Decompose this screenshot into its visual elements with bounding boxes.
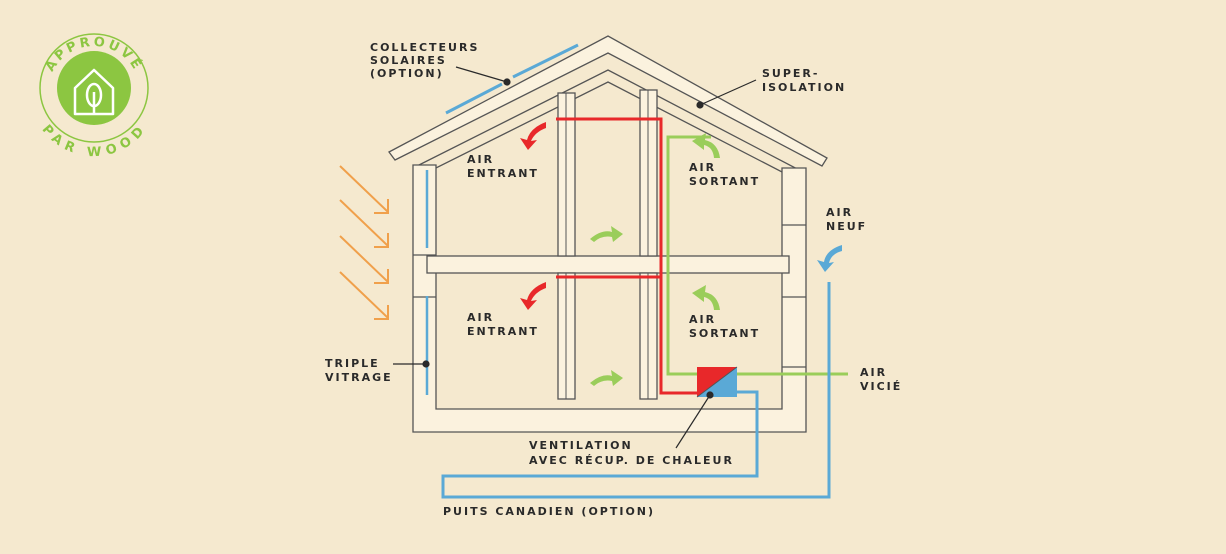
label-air-in-lower: AIR ENTRANT	[467, 311, 539, 338]
fresh-air-duct	[441, 282, 831, 499]
label-ventilation: VENTILATION AVEC RÉCUP. DE CHALEUR	[529, 439, 734, 467]
label-canadian-well: PUITS CANADIEN (OPTION)	[443, 505, 655, 518]
exhaust-duct	[666, 135, 848, 376]
label-air-in-upper: AIR ENTRANT	[467, 153, 539, 180]
label-triple-glazing: TRIPLE VITRAGE	[325, 357, 393, 384]
floor-slab	[426, 255, 790, 274]
curved-arrow-icon	[520, 122, 842, 386]
house-tree-icon	[73, 68, 115, 116]
diagram-labels: COLLECTEURS SOLAIRES (OPTION) SUPER- ISO…	[325, 41, 902, 518]
leader-lines	[393, 66, 757, 449]
sun-ray-arrow-icon	[339, 165, 389, 320]
house-walls	[412, 164, 807, 433]
label-stale-air: AIR VICIÉ	[860, 366, 902, 393]
solar-collectors	[445, 43, 579, 115]
approval-badge: APPROUVÉ PAR WOOD	[39, 33, 149, 160]
heat-exchanger-icon	[696, 366, 738, 398]
label-solar-collectors: COLLECTEURS SOLAIRES (OPTION)	[370, 41, 485, 80]
label-air-out-lower: AIR SORTANT	[689, 313, 760, 340]
label-super-insulation: SUPER- ISOLATION	[762, 67, 846, 94]
supply-duct	[556, 117, 700, 395]
label-fresh-air: AIR NEUF	[826, 206, 867, 233]
badge-bottom-text: PAR WOOD	[39, 122, 149, 160]
label-air-out-upper: AIR SORTANT	[689, 161, 760, 188]
roof-outer	[388, 35, 828, 167]
house-structure	[388, 35, 828, 433]
badge-ring	[39, 33, 149, 143]
